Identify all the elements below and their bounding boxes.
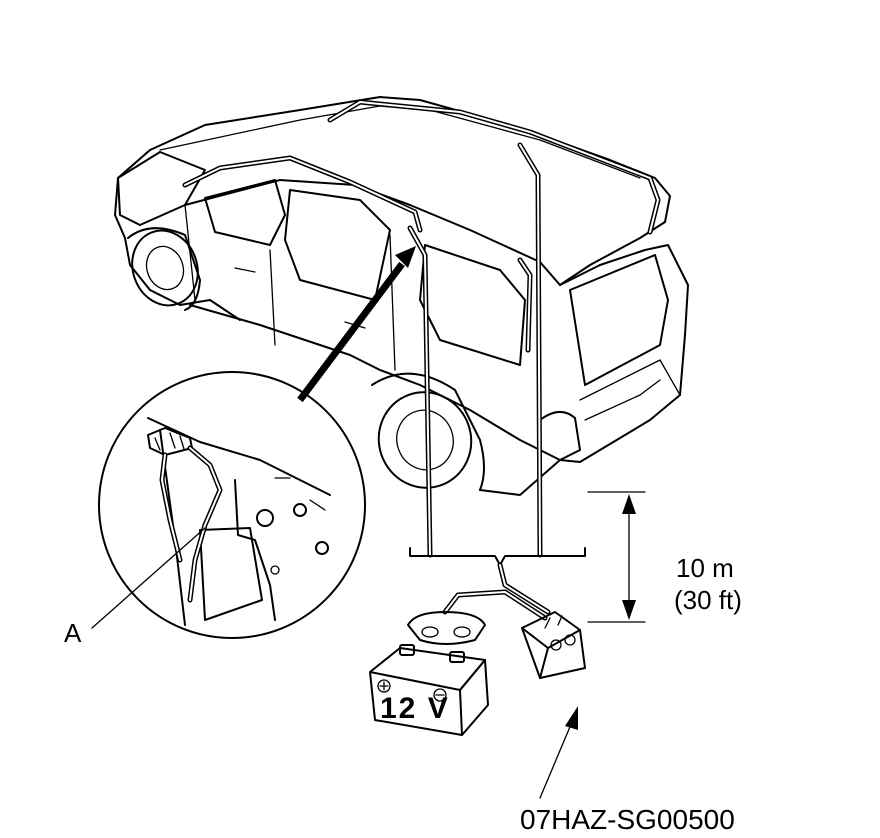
callout-label-a: A — [64, 618, 82, 648]
antenna-wires — [182, 99, 661, 558]
antenna-tester — [521, 611, 586, 679]
vehicle-rear-wheel — [377, 391, 473, 489]
tester-pointer-arrow — [539, 706, 578, 799]
vehicle-rear — [559, 244, 689, 463]
battery-voltage-label: 12 V — [380, 692, 450, 725]
distance-imperial-label: (30 ft) — [674, 585, 742, 615]
vehicle-front — [114, 177, 241, 321]
vehicle-middle-window — [284, 189, 391, 301]
vehicle-roof — [117, 96, 671, 286]
battery-clips — [407, 611, 486, 645]
vehicle-front-wheel — [131, 229, 199, 307]
vehicle-windshield — [117, 151, 206, 226]
battery — [369, 644, 489, 736]
tool-part-number: 07HAZ-SG00500 — [520, 804, 735, 835]
vehicle-rear-window — [419, 244, 526, 366]
callout-leader — [91, 527, 206, 629]
vehicle-front-window — [204, 179, 286, 246]
distance-dimension — [587, 491, 646, 623]
wire-bracket — [409, 547, 586, 566]
distance-metric-label: 10 m — [676, 553, 734, 583]
detail-inset — [98, 246, 416, 639]
